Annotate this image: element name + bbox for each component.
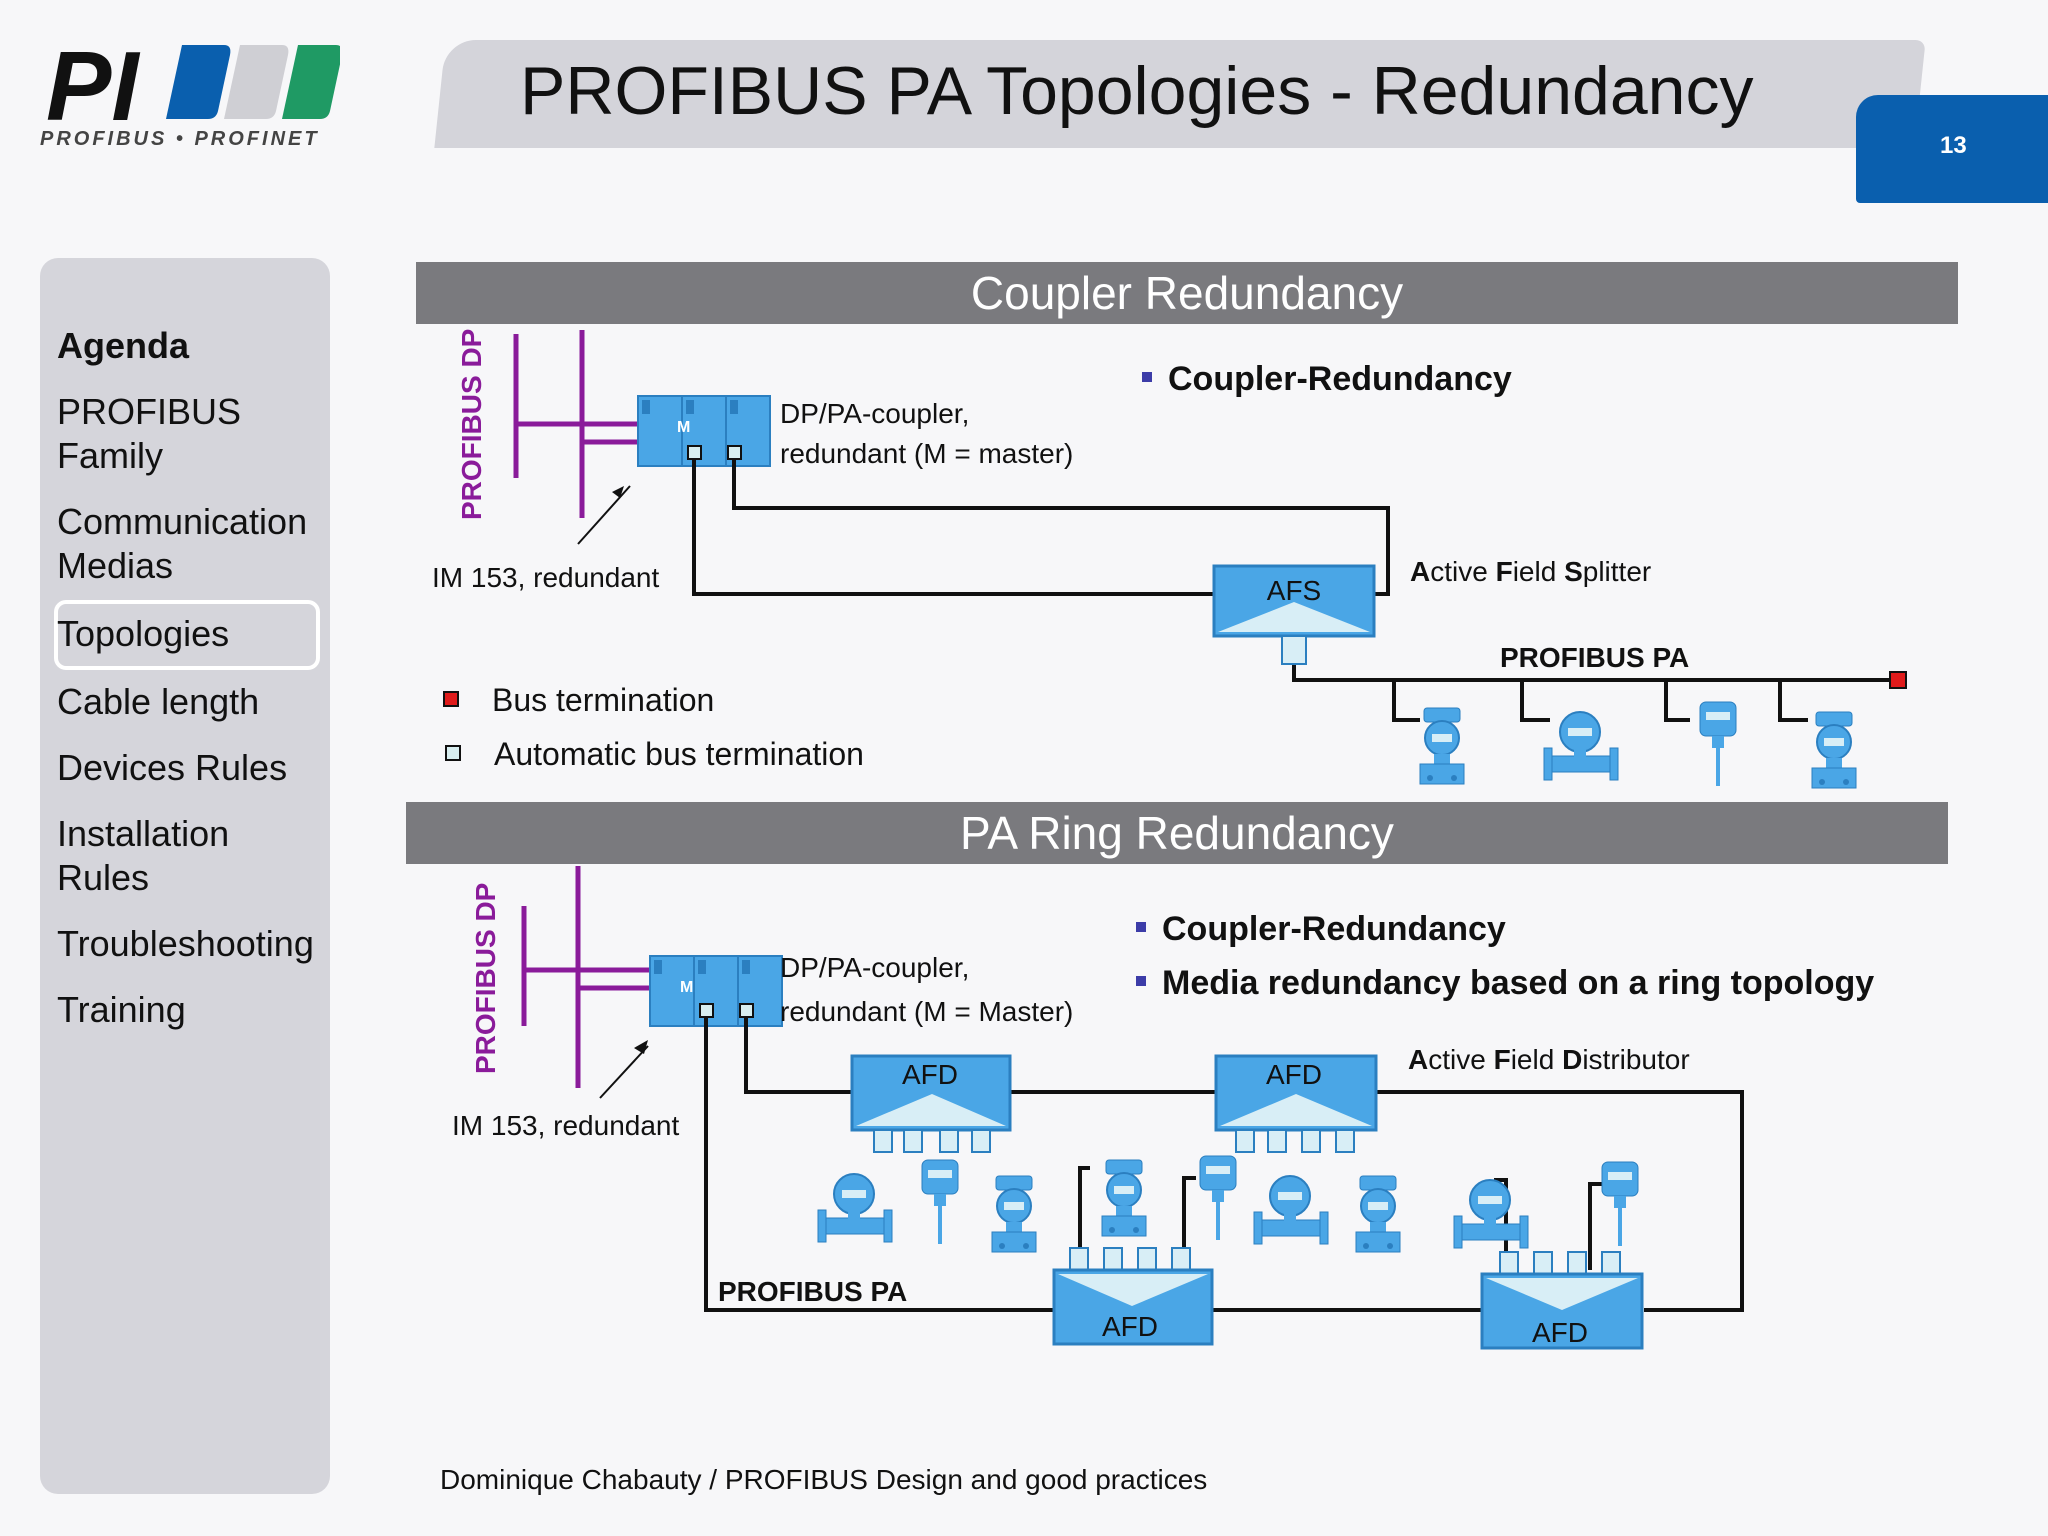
ring-im153-label: IM 153, redundant [452, 1110, 680, 1141]
pa-ring-redundancy-header: PA Ring Redundancy [406, 802, 1948, 864]
legend-bus-termination: Bus termination [492, 682, 715, 718]
afd-label-2: AFD [1266, 1059, 1322, 1090]
coupler-bullet: Coupler-Redundancy [1142, 360, 1512, 399]
sidebar-item-installation-rules[interactable]: Installation Rules [57, 813, 230, 898]
sidebar-item-topologies[interactable]: Topologies [57, 613, 230, 654]
ring-bullet-2: Media redundancy based on a ring topolog… [1136, 964, 1874, 1003]
coupler-dp-label: PROFIBUS DP [456, 328, 487, 520]
coupler-label-line2: redundant (M = master) [780, 438, 1074, 469]
coupler-pa-label: PROFIBUS PA [1500, 642, 1690, 673]
afd-label-4: AFD [1532, 1317, 1588, 1348]
sidebar-item-devices-rules[interactable]: Devices Rules [57, 747, 288, 788]
sidebar-active-highlight [54, 600, 320, 670]
footer-text: Dominique Chabauty / PROFIBUS Design and… [440, 1464, 1208, 1495]
logo-text: PROFIBUS • PROFINET [40, 128, 320, 150]
afd-label-1: AFD [902, 1059, 958, 1090]
sidebar-item-profibus-family[interactable]: PROFIBUS Family [57, 391, 242, 476]
ring-bullet-1: Coupler-Redundancy [1136, 910, 1506, 949]
ring-coupler-label-line2: redundant (M = Master) [780, 996, 1074, 1027]
logo-mark: PI [46, 31, 140, 141]
coupler-master-mark: M [677, 419, 690, 436]
page-number-tab [1856, 95, 2048, 203]
ring-pa-label: PROFIBUS PA [718, 1276, 908, 1307]
afd-label-3: AFD [1102, 1311, 1158, 1342]
ring-coupler-master-mark: M [680, 979, 693, 996]
agenda-title: Agenda [57, 325, 190, 366]
page-title: PROFIBUS PA Topologies - Redundancy [520, 53, 1754, 129]
pi-logo: PI [46, 31, 340, 141]
page-number: 13 [1940, 132, 1967, 159]
afd-description: Active Field Distributor [1408, 1044, 1690, 1075]
sidebar-item-training[interactable]: Training [57, 989, 186, 1030]
sidebar-item-cable-length[interactable]: Cable length [57, 681, 260, 722]
afs-description: Active Field Splitter [1410, 556, 1652, 587]
coupler-redundancy-header: Coupler Redundancy [416, 262, 1958, 324]
ring-coupler-label-line1: DP/PA-coupler, [780, 952, 970, 983]
im153-label: IM 153, redundant [432, 562, 660, 593]
sidebar-item-communication-medias[interactable]: Communication Medias [57, 501, 308, 586]
agenda-sidebar [40, 258, 330, 1494]
ring-dp-label: PROFIBUS DP [470, 882, 501, 1074]
afs-label: AFS [1267, 575, 1321, 606]
legend-automatic-termination: Automatic bus termination [494, 736, 864, 772]
sidebar-item-troubleshooting[interactable]: Troubleshooting [57, 923, 314, 964]
coupler-label-line1: DP/PA-coupler, [780, 398, 970, 429]
